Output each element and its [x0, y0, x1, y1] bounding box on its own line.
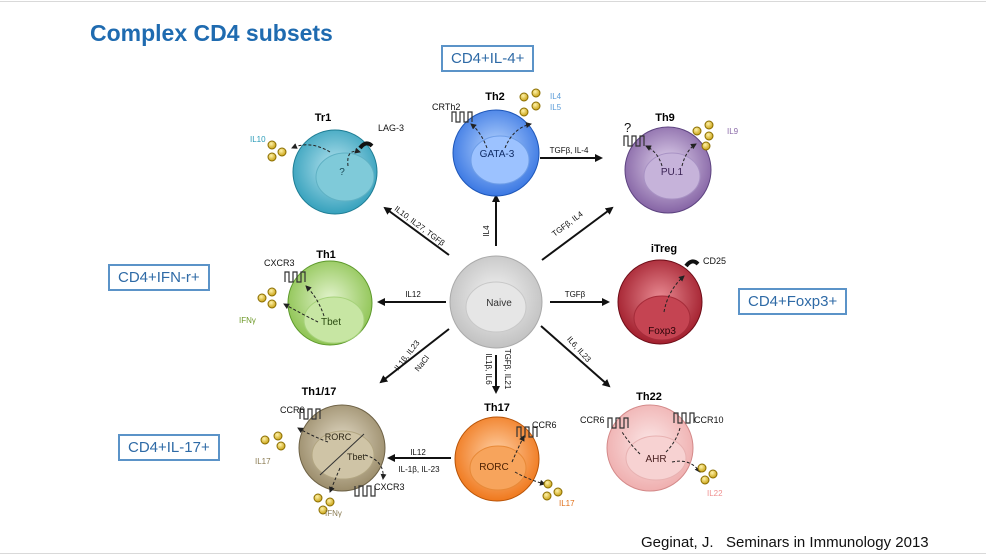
label-to-th9: TGFβ, IL4: [550, 209, 585, 238]
label-to-th1: IL12: [405, 290, 421, 299]
itreg-inner: Foxp3: [648, 326, 676, 337]
th22-cytokine-dots: [697, 463, 718, 485]
tr1-inner: ?: [339, 167, 345, 178]
th22-marker-1: CCR6: [580, 415, 605, 425]
th117-inner-2: Tbet: [347, 452, 366, 462]
cell-th17: Th17 RORC CCR6 IL17: [454, 402, 575, 508]
cell-itreg: iTreg Foxp3 CD25: [617, 243, 726, 345]
naive-label: Naive: [486, 298, 512, 309]
main-arrows: [377, 154, 614, 462]
lag3-receptor-icon: [358, 141, 374, 150]
box-il4: CD4+IL-4+: [441, 45, 535, 72]
th9-cytokine: IL9: [727, 127, 739, 136]
th17-cytokine-dots: [542, 479, 563, 501]
box-ifn: CD4+IFN-r+: [108, 264, 210, 291]
tr1-cytokine-dots: [267, 140, 287, 162]
label-to-tr1: IL10, IL27, TGFβ: [393, 204, 447, 248]
th2-cytokine-2: IL5: [550, 103, 562, 112]
box-il17: CD4+IL-17+: [118, 434, 220, 461]
th22-inner: AHR: [645, 454, 666, 465]
cd25-receptor-icon: [684, 259, 700, 268]
th117-inner-1: RORC: [325, 432, 352, 442]
th9-marker: ?: [624, 120, 631, 135]
label-to-th117-b: NaCl: [413, 354, 431, 374]
ccr6-receptor-icon: [516, 426, 538, 438]
cxcr3-receptor-icon: [354, 485, 376, 497]
tr1-cytokine: IL10: [250, 135, 266, 144]
th17-name: Th17: [484, 402, 510, 414]
th1-cytokine-dots: [257, 287, 277, 309]
ccr10-receptor-icon: [673, 412, 695, 424]
th9-name: Th9: [655, 112, 675, 124]
label-to-th2: IL4: [482, 225, 491, 237]
label-to-itreg: TGFβ: [565, 290, 586, 299]
cell-tr1: Tr1 ? LAG-3 IL10: [250, 112, 404, 215]
box-foxp3: CD4+Foxp3+: [738, 288, 848, 315]
citation: Geginat, J. Seminars in Immunology 2013: [641, 534, 929, 551]
arrow-naive-to-th9: [541, 206, 614, 261]
th2-name: Th2: [485, 91, 505, 103]
ccr6-receptor-icon: [299, 408, 321, 420]
label-th17-to-th117-a: IL12: [410, 448, 426, 457]
th1-inner: Tbet: [321, 317, 341, 328]
th2-cytokine-dots: [519, 88, 541, 117]
slide-title: Complex CD4 subsets: [90, 20, 333, 46]
arrow-naive-to-th117: [379, 328, 450, 384]
tr1-marker: LAG-3: [378, 123, 404, 133]
label-to-th17-b: IL1β, IL6: [484, 353, 493, 385]
ccr6-receptor-icon: [607, 417, 629, 429]
cell-th2: Th2 GATA-3 CRTh2 IL4 IL5: [432, 88, 562, 197]
cell-th9: Th9 PU.1 ? IL9: [623, 112, 739, 214]
cxcr3-receptor-icon: [284, 271, 306, 283]
label-to-th17-a: TGFβ, IL21: [503, 349, 512, 390]
th117-marker-1: CCR6: [280, 405, 305, 415]
label-th17-to-th117-b: IL-1β, IL-23: [398, 465, 440, 474]
cell-th117: Th1/17 RORC Tbet CCR6 CXCR3 IL17 IFNγ: [255, 386, 405, 518]
th9-cytokine-dots: [692, 120, 714, 151]
th117-name: Th1/17: [302, 386, 337, 398]
th117-cytokine-2: IFNγ: [325, 509, 342, 518]
bottom-divider: [0, 553, 986, 554]
th117-marker-2: CXCR3: [374, 482, 405, 492]
tr1-name: Tr1: [315, 112, 332, 124]
th22-cytokine: IL22: [707, 489, 723, 498]
arrow-naive-to-th22: [540, 325, 611, 388]
th1-name: Th1: [316, 249, 336, 261]
cell-th22: Th22 AHR CCR6 CCR10 IL22: [580, 391, 724, 498]
th117-cytokine-dots-ifn: [313, 493, 335, 515]
cell-th1: Th1 Tbet CXCR3 IFNγ: [239, 249, 373, 346]
th17-marker: CCR6: [532, 420, 557, 430]
th2-inner: GATA-3: [480, 149, 515, 160]
th17-inner: RORC: [479, 462, 508, 473]
th1-marker: CXCR3: [264, 258, 295, 268]
th22-marker-2: CCR10: [694, 415, 724, 425]
itreg-name: iTreg: [651, 243, 677, 255]
top-divider: [0, 1, 986, 2]
th17-cytokine: IL17: [559, 499, 575, 508]
label-th2-to-th9: TGFβ, IL-4: [550, 146, 589, 155]
arrow-naive-to-tr1: [383, 206, 450, 256]
th9-inner: PU.1: [661, 167, 684, 178]
th117-cytokine-1: IL17: [255, 457, 271, 466]
cell-naive: Naive: [449, 255, 543, 349]
th117-cytokine-dots-il17: [260, 431, 286, 451]
th2-marker: CRTh2: [432, 102, 460, 112]
crth2-receptor-icon: [451, 111, 473, 123]
th22-name: Th22: [636, 391, 662, 403]
itreg-marker: CD25: [703, 256, 726, 266]
th2-cytokine-1: IL4: [550, 92, 562, 101]
th9-receptor-icon: [623, 135, 645, 147]
th1-cytokine: IFNγ: [239, 316, 256, 325]
